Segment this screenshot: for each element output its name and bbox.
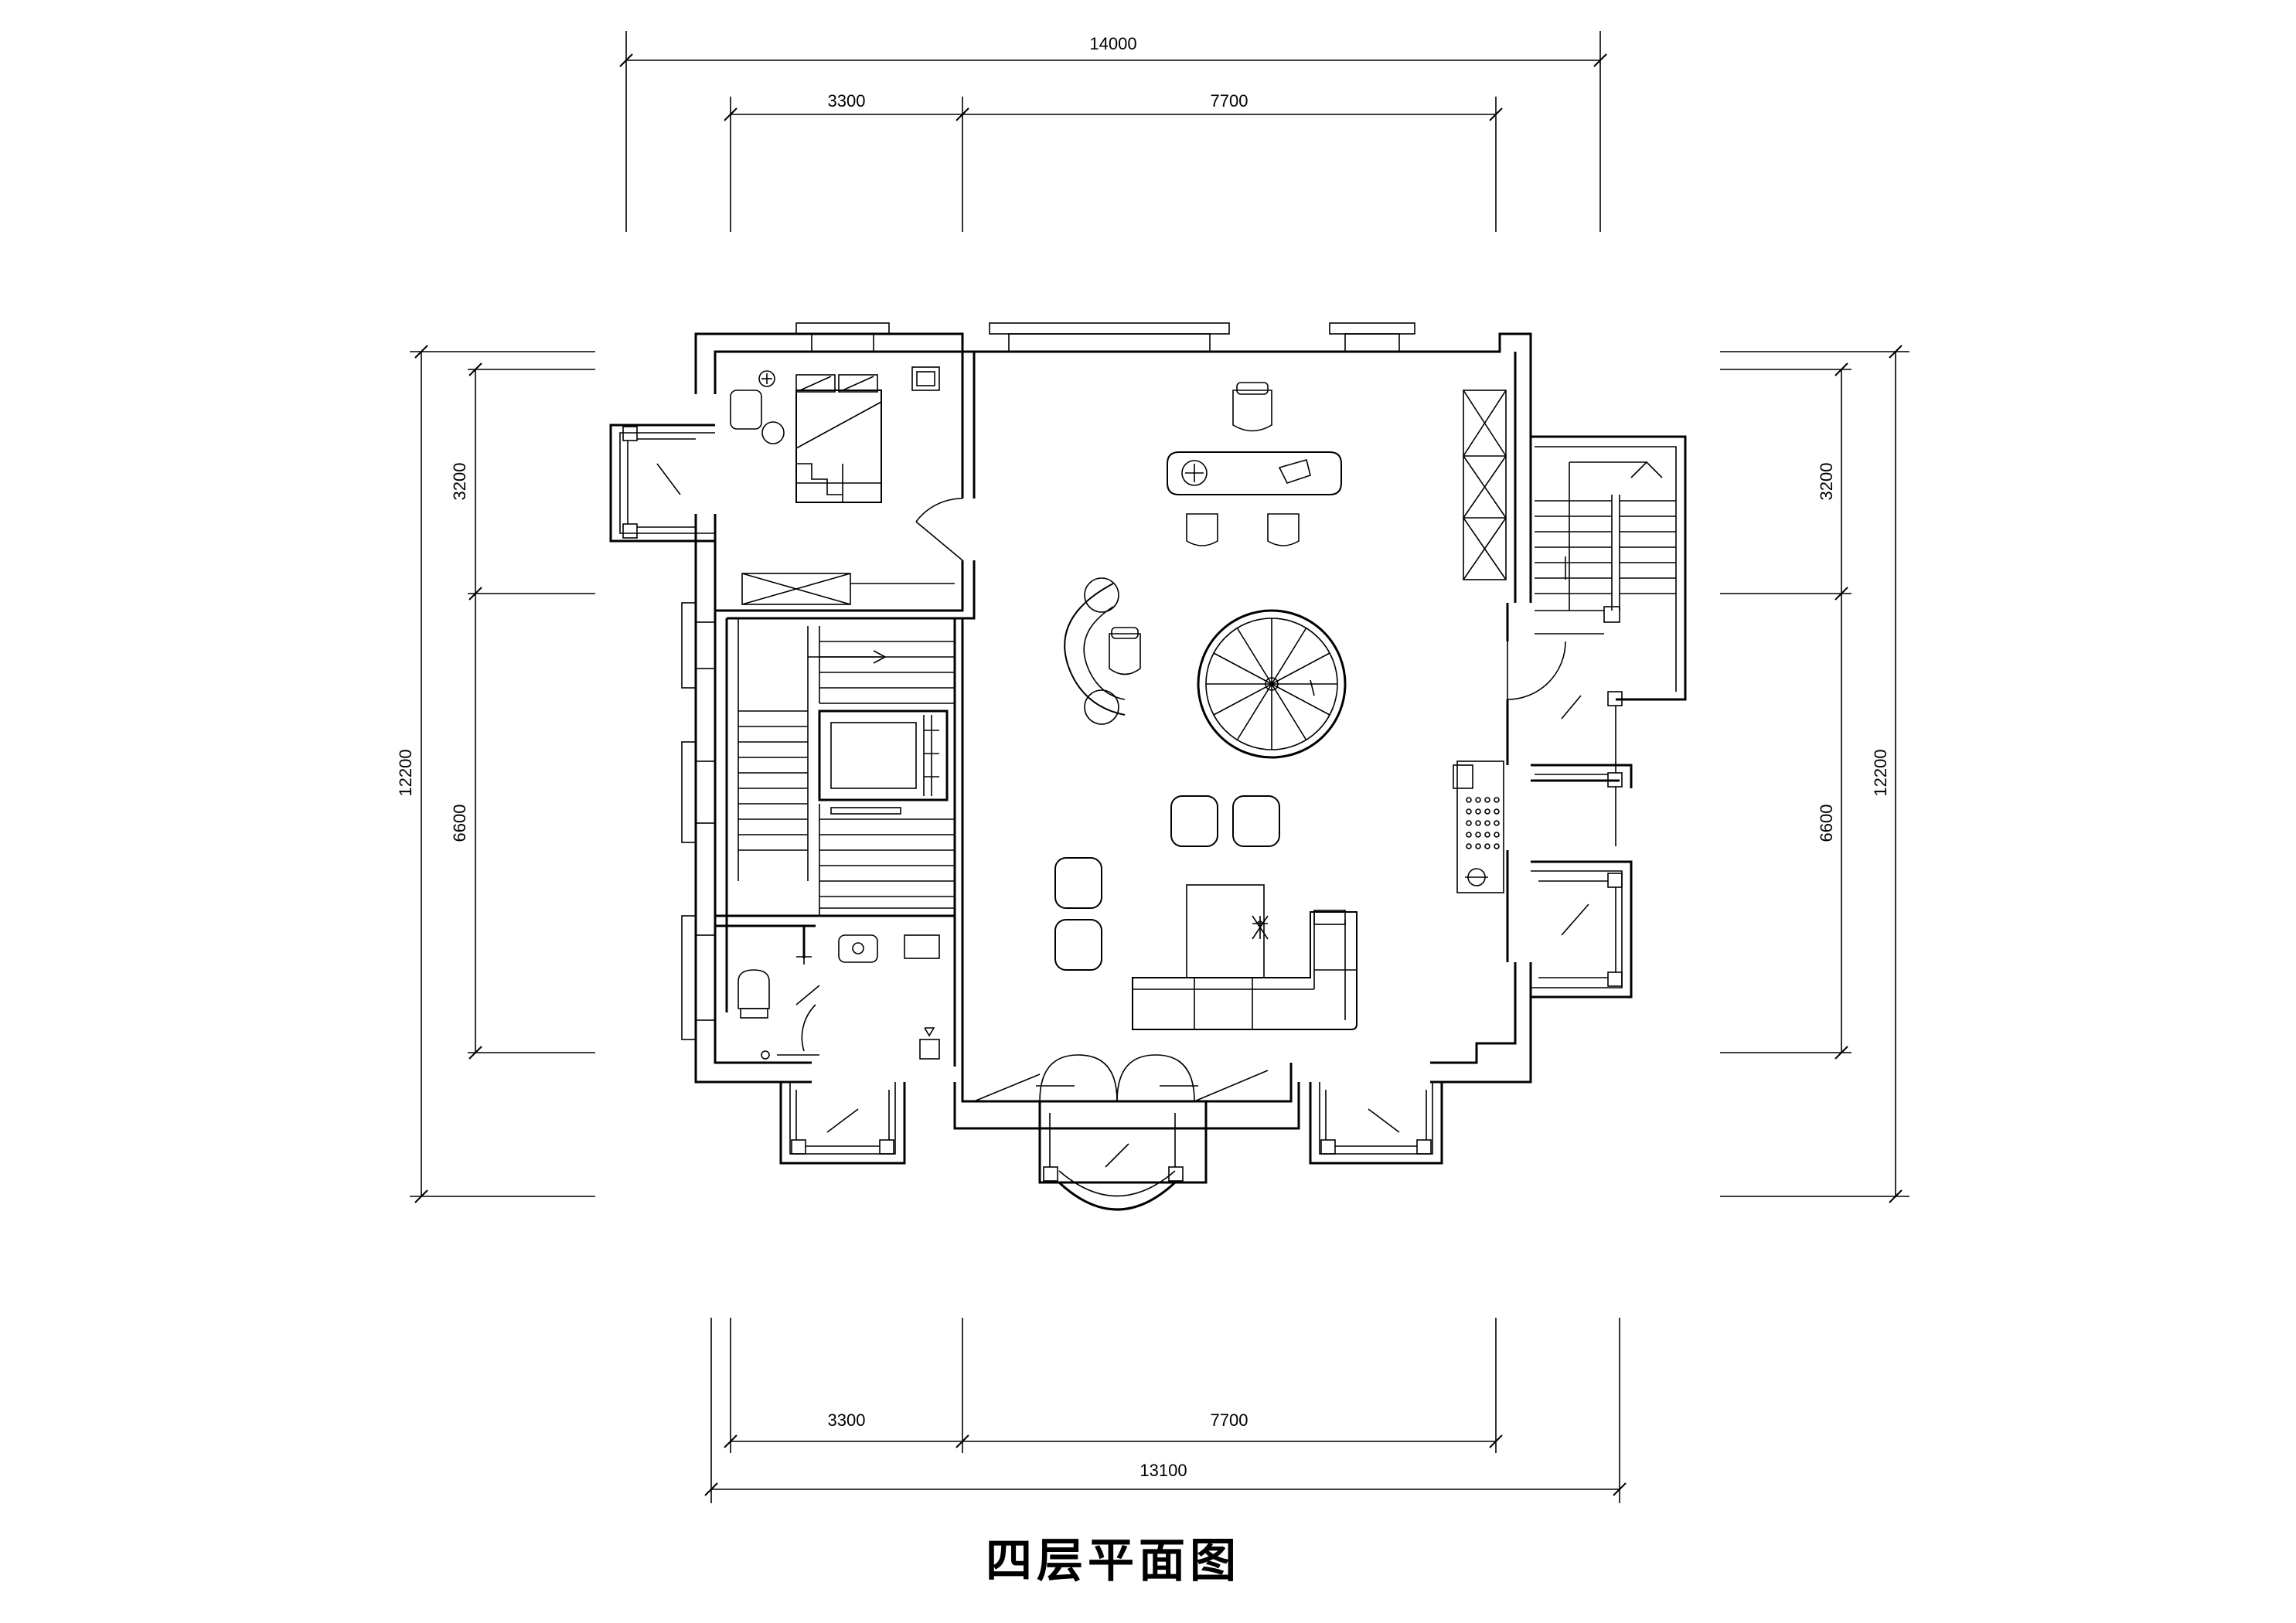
bottom-right-dimension: 7700 bbox=[1211, 1410, 1248, 1430]
balcony-right-middle bbox=[1531, 691, 1633, 846]
sectional-sofa bbox=[1132, 910, 1358, 1030]
coffee-table bbox=[1186, 884, 1269, 978]
bathroom bbox=[738, 934, 940, 1060]
interior-walls bbox=[715, 363, 1509, 1067]
curved-sofa-with-chair bbox=[1064, 577, 1141, 725]
left-windows bbox=[681, 602, 716, 1040]
top-windows bbox=[795, 322, 1415, 352]
key-dots bbox=[1466, 797, 1500, 849]
top-right-dimension: 7700 bbox=[1211, 91, 1248, 111]
ottomans bbox=[1054, 795, 1280, 971]
desk-set bbox=[1167, 382, 1342, 546]
interior-stair-left bbox=[738, 618, 955, 916]
wall-cabinet-right bbox=[1463, 390, 1507, 580]
balcony-right-lower bbox=[1531, 860, 1633, 999]
spiral-staircase bbox=[1197, 609, 1347, 759]
left-upper-dimension: 3200 bbox=[450, 463, 469, 501]
left-overall-dimension: 12200 bbox=[396, 749, 415, 796]
balcony-bottom-right bbox=[1309, 1082, 1443, 1165]
top-dimension-lines bbox=[619, 31, 1607, 232]
left-dimension-lines bbox=[410, 345, 595, 1203]
top-overall-dimension: 14000 bbox=[1089, 34, 1136, 53]
bottom-dimension-lines bbox=[704, 1318, 1627, 1503]
right-upper-dimension: 3200 bbox=[1817, 463, 1836, 501]
right-dimension-lines bbox=[1720, 345, 1909, 1203]
right-overall-dimension: 12200 bbox=[1871, 749, 1890, 796]
bottom-overall-dimension: 13100 bbox=[1139, 1461, 1187, 1480]
right-lower-dimension: 6600 bbox=[1817, 805, 1836, 842]
balcony-left-top bbox=[609, 424, 715, 543]
bay-window-balcony bbox=[1038, 1101, 1208, 1211]
bedroom-door bbox=[915, 498, 963, 561]
balcony-bottom-left bbox=[779, 1082, 906, 1165]
left-lower-dimension: 6600 bbox=[450, 805, 469, 842]
drawing-title: 四层平面图 bbox=[986, 1534, 1241, 1588]
exterior-stair-right bbox=[1531, 435, 1687, 701]
bottom-left-dimension: 3300 bbox=[828, 1410, 866, 1430]
entry-door-right bbox=[1507, 641, 1566, 700]
bedroom bbox=[730, 366, 940, 503]
exterior-walls bbox=[694, 332, 1532, 1130]
french-doors-bottom bbox=[973, 1054, 1269, 1102]
piano-keyboard bbox=[1453, 760, 1504, 893]
top-left-dimension: 3300 bbox=[828, 91, 866, 111]
wardrobe bbox=[741, 573, 955, 605]
elevator bbox=[818, 709, 949, 815]
